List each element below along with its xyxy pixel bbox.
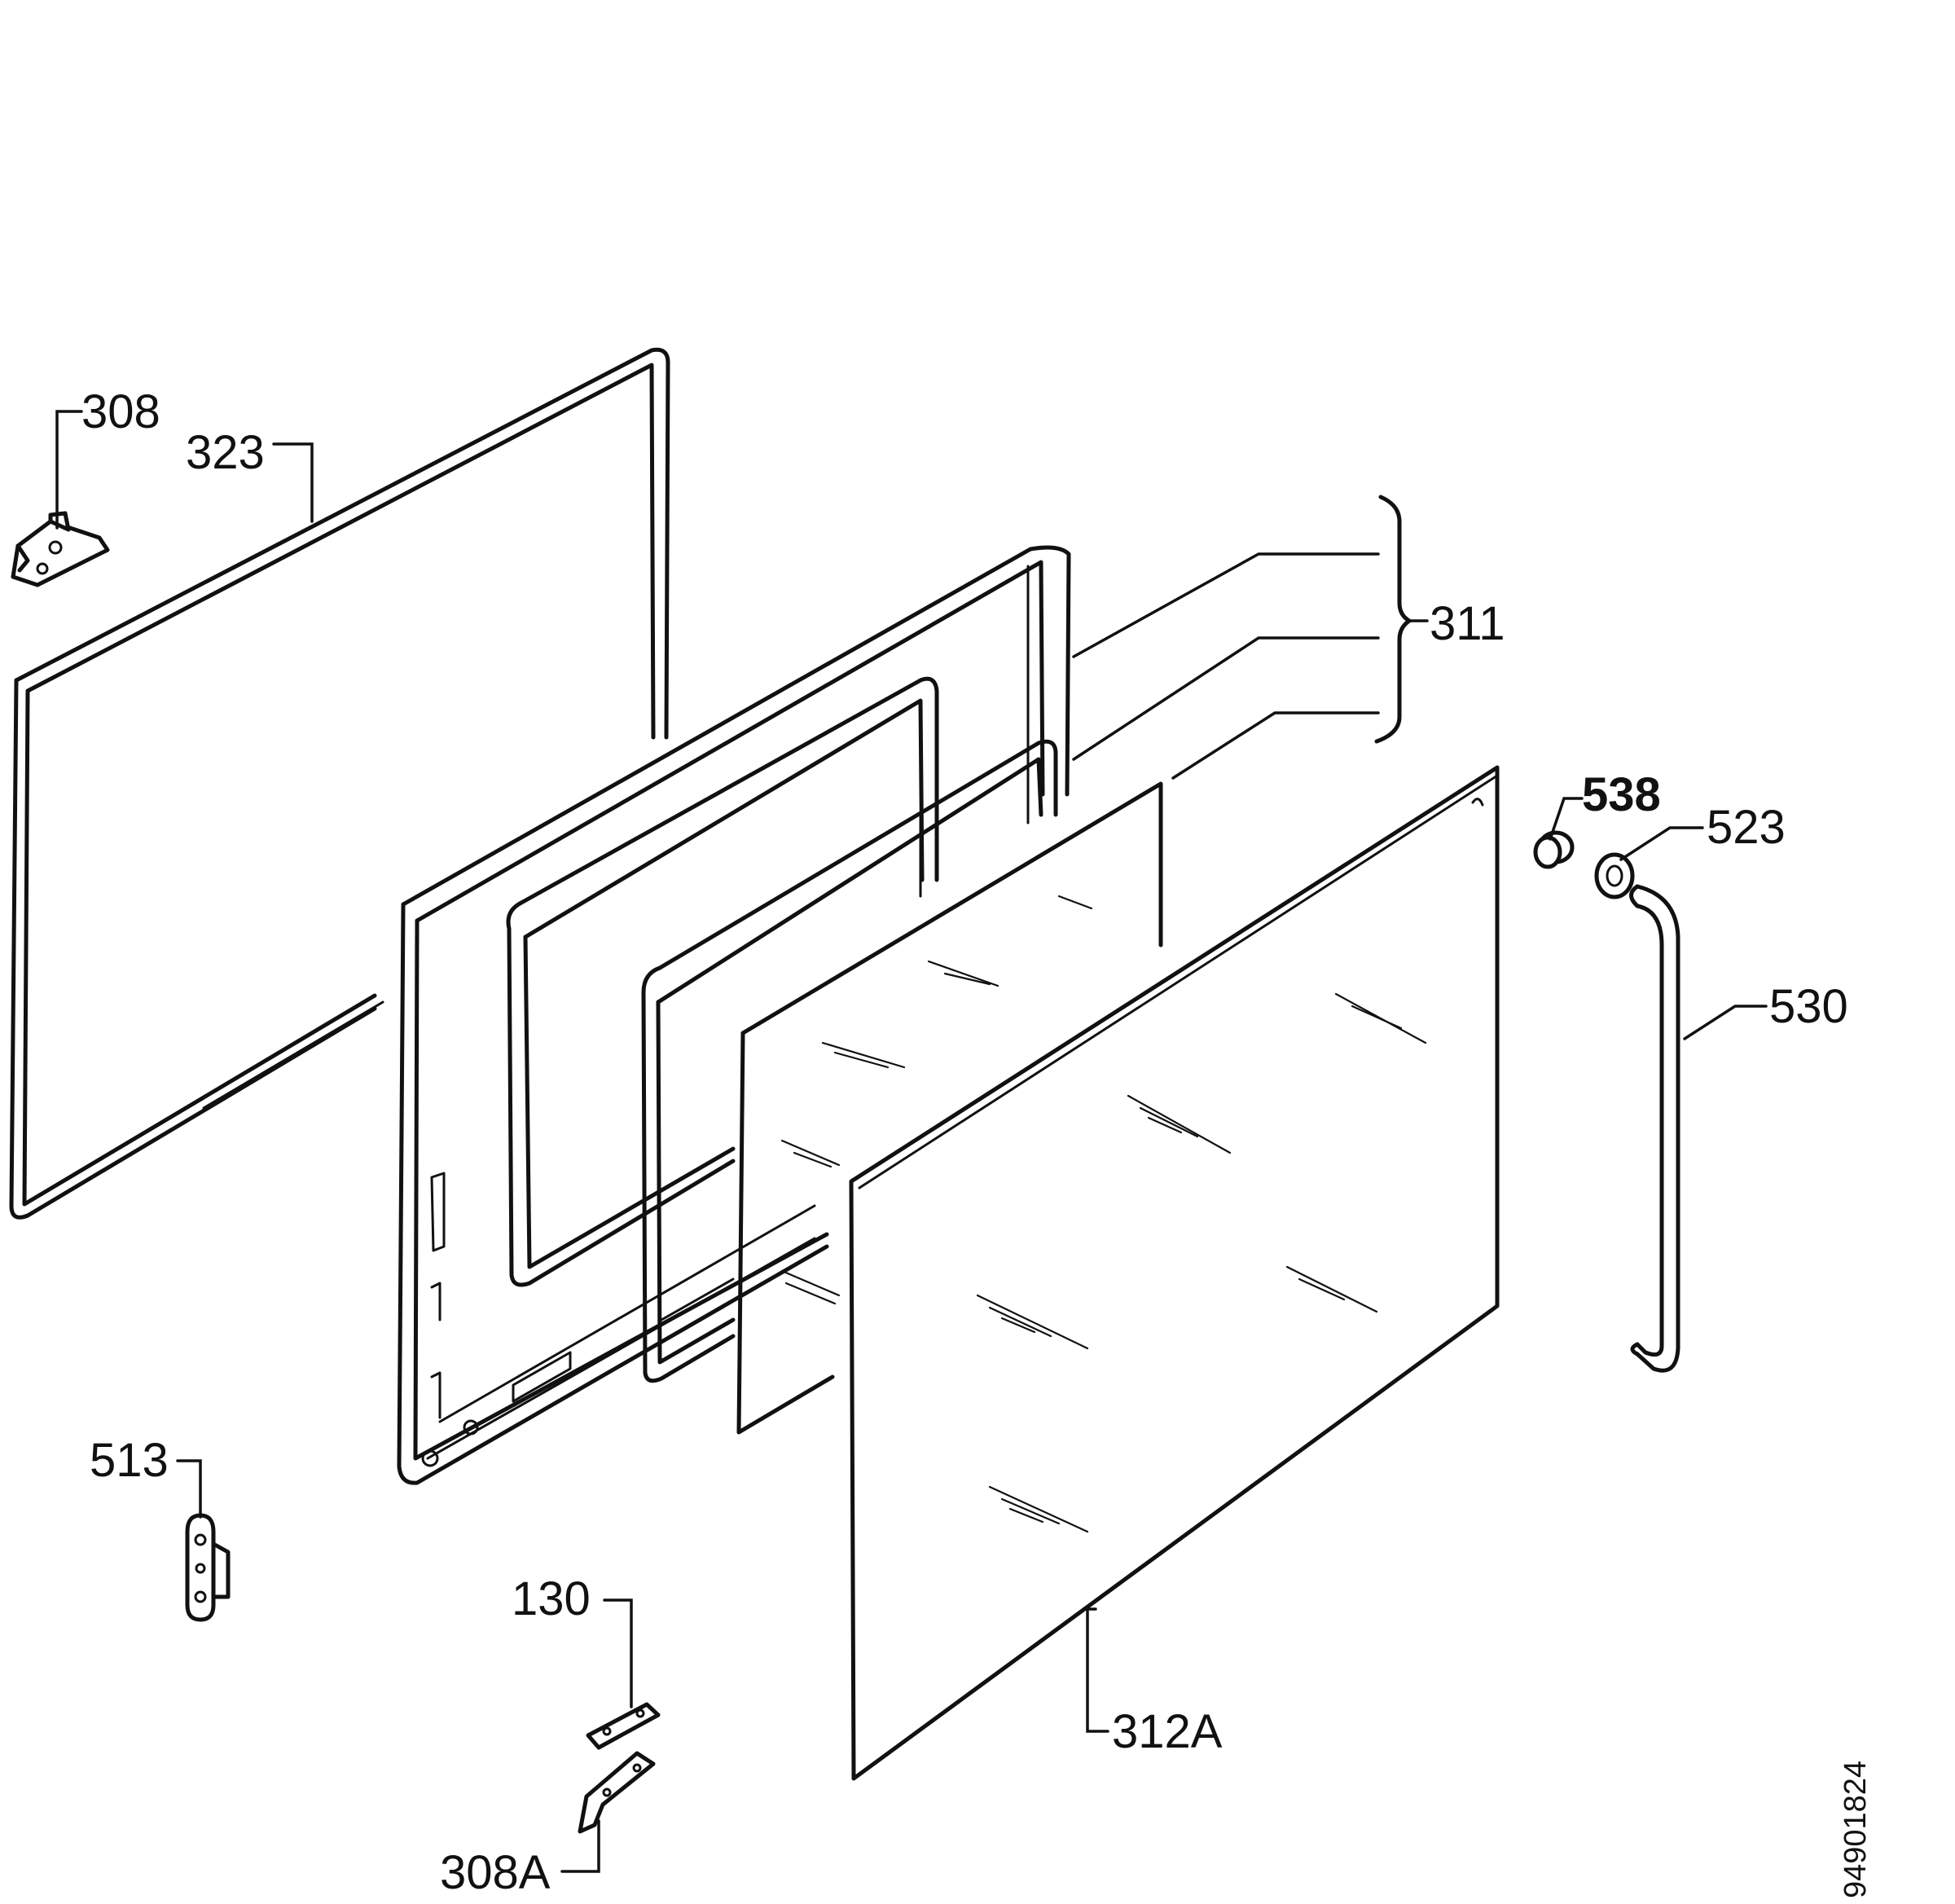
leader-323: [272, 442, 314, 523]
label-523: 523: [1707, 801, 1786, 854]
label-323: 323: [186, 426, 265, 479]
label-312a: 312A: [1112, 1705, 1223, 1758]
label-308a: 308A: [440, 1846, 551, 1899]
inner-glass-pane-311: [736, 781, 1163, 1435]
middle-frame-311: [506, 676, 939, 1287]
document-number: 94901824: [1839, 1761, 1873, 1898]
leader-308: [55, 410, 83, 530]
label-513: 513: [90, 1434, 169, 1487]
door-inner-frame-311: [397, 545, 1071, 1485]
label-311: 311: [1430, 597, 1505, 650]
label-130: 130: [512, 1572, 591, 1625]
bushing-538: [1533, 797, 1584, 869]
door-handle-530: [1629, 884, 1768, 1373]
bracket-311: [1072, 495, 1429, 780]
inner-gasket-311: [641, 739, 1058, 1383]
hinge-bracket-308a: [560, 1751, 656, 1873]
leader-312a: [1086, 1607, 1109, 1733]
label-538: 538: [1582, 768, 1661, 821]
label-530: 530: [1769, 980, 1848, 1033]
label-308: 308: [81, 385, 160, 438]
gasket-323: [9, 347, 670, 1220]
latch-513: [176, 1459, 231, 1622]
hinge-bracket-308: [11, 511, 110, 587]
outer-door-glass-312a: [849, 765, 1500, 1781]
hinge-plate-130: [586, 1598, 661, 1750]
washer-523: [1594, 826, 1704, 899]
